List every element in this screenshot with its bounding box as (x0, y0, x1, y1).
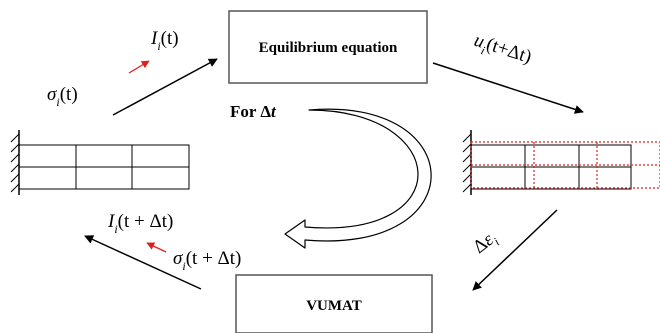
label-I-t: Ii(t) (150, 28, 179, 53)
arrow-to-undeformed-mesh (84, 235, 202, 290)
equilibrium-label: Equilibrium equation (259, 40, 398, 56)
loop-label: For Δt (230, 102, 277, 121)
label-u-tdt: ui(t+Δt) (470, 30, 534, 72)
label-sigma-tdt: σi(t + Δt) (173, 248, 241, 273)
vumat-label: VUMAT (306, 298, 362, 314)
arrow-to-deformed-mesh (432, 62, 584, 114)
left-mesh (10, 130, 190, 195)
label-I-tdt: Ii(t + Δt) (107, 211, 173, 236)
label-delta-epsilon: Δεi (469, 227, 502, 260)
red-arrow-top (128, 60, 150, 74)
red-arrow-bottom (146, 242, 167, 253)
right-support-hatch (462, 133, 472, 193)
deformed-mesh-outline (470, 141, 660, 189)
equilibrium-box (228, 10, 428, 84)
arrow-to-equilibrium (112, 58, 218, 116)
left-support-hatch (10, 133, 20, 193)
right-mesh (462, 130, 660, 195)
arrow-to-vumat (472, 209, 558, 291)
label-sigma-t: σi(t) (47, 84, 78, 109)
loop-arrow (284, 108, 432, 249)
vumat-box (235, 274, 433, 333)
